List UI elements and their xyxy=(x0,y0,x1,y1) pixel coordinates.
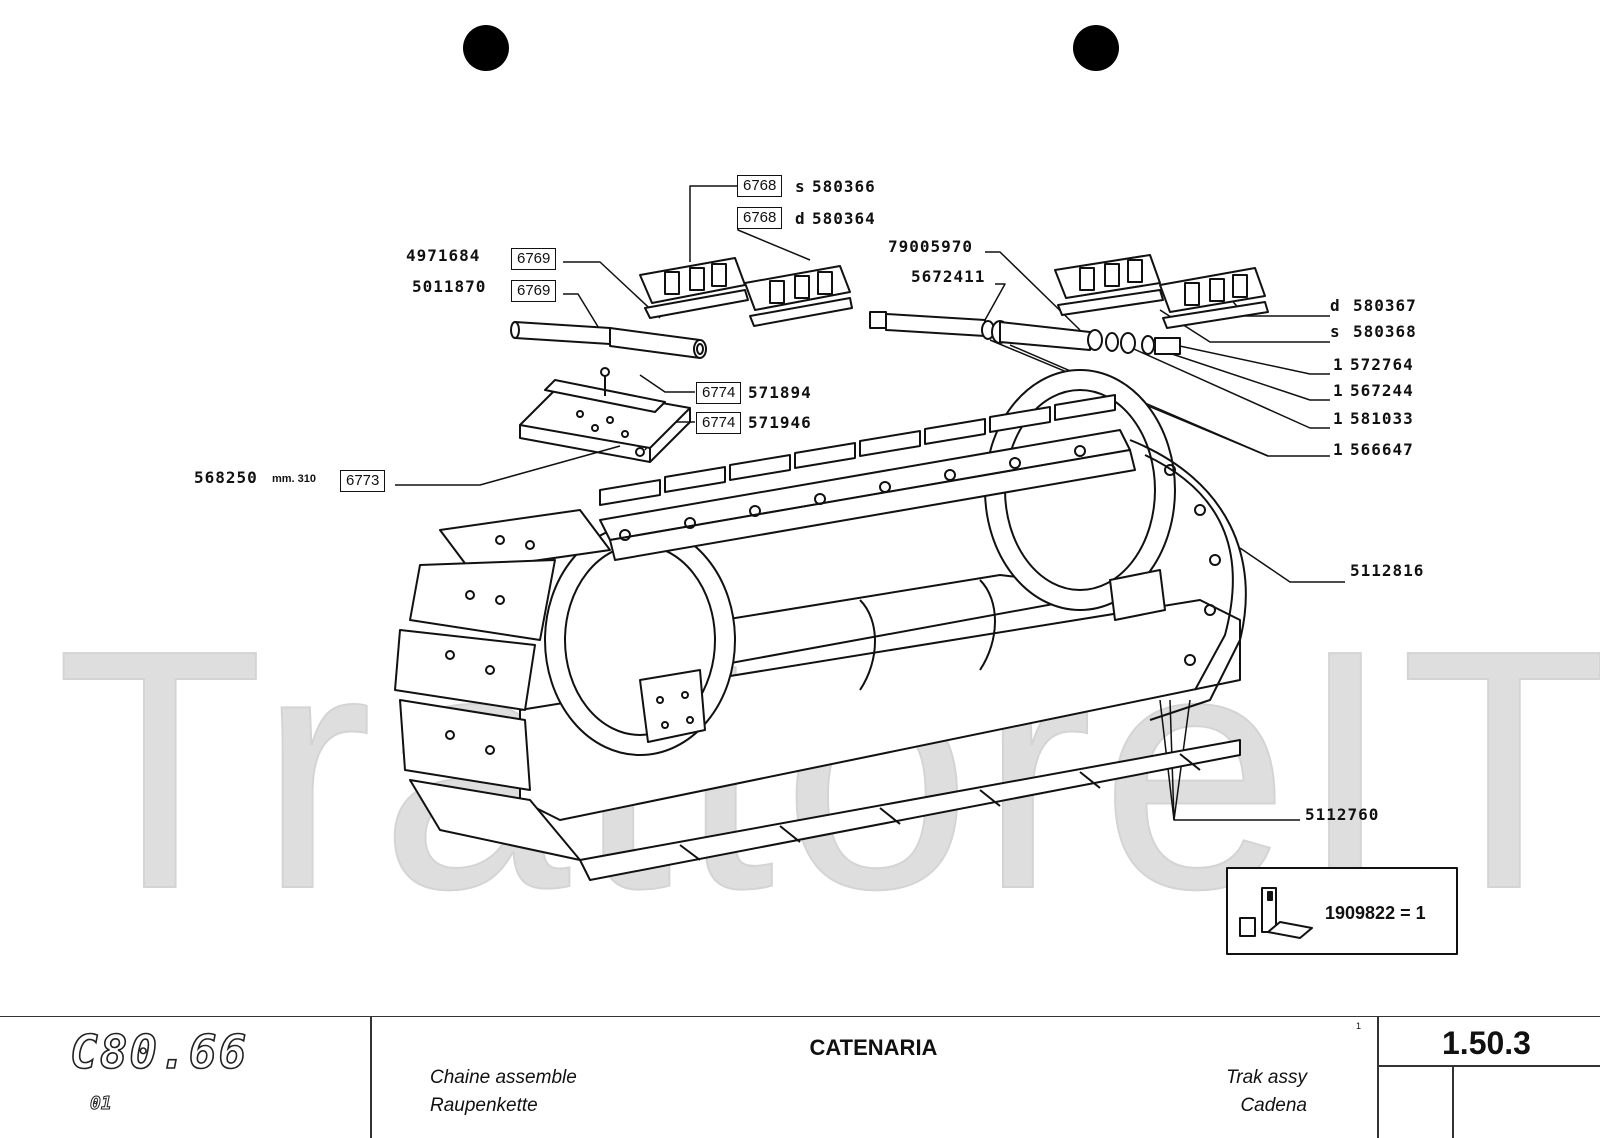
track-chain-right xyxy=(1129,439,1247,721)
track-link-left-pair xyxy=(639,257,853,327)
side-580367: d xyxy=(1330,296,1341,315)
revision: 01 xyxy=(90,1093,113,1115)
part-581033: 581033 xyxy=(1350,409,1414,428)
kit-inset-frame xyxy=(1226,867,1458,955)
title-english: Trak assy xyxy=(1226,1067,1307,1088)
track-shoes-front xyxy=(394,509,611,861)
part-4971684: 4971684 xyxy=(406,246,481,265)
pin-assembly-right xyxy=(869,311,1181,355)
page-title: CATENARIA xyxy=(809,1035,938,1060)
ref-box-571946: 6774 xyxy=(696,412,742,434)
shoe-width: mm. 310 xyxy=(272,473,317,485)
part-580368: 580368 xyxy=(1353,322,1417,341)
part-572764: 572764 xyxy=(1350,355,1414,374)
divider xyxy=(370,1017,372,1138)
title-german: Raupenkette xyxy=(430,1095,538,1116)
sheet-mark: 1 xyxy=(1356,1021,1362,1031)
title-french: Chaine assemble xyxy=(430,1067,577,1088)
part-580366: 580366 xyxy=(812,177,876,196)
part-580364: 580364 xyxy=(812,209,876,228)
ref-box-580366: 6768 xyxy=(737,175,783,197)
title-spanish: Cadena xyxy=(1240,1095,1307,1116)
side-580366: s xyxy=(795,177,806,196)
part-5672411: 5672411 xyxy=(911,267,986,286)
qty-566647: 1 xyxy=(1333,440,1344,459)
track-shoes-bottom xyxy=(579,739,1241,881)
punch-hole-left xyxy=(463,25,509,71)
track-frame-body xyxy=(519,369,1241,821)
ref-box-580364: 6768 xyxy=(737,207,783,229)
track-assembly-drawing xyxy=(394,185,1458,955)
track-link-right-pair xyxy=(1054,254,1269,329)
part-580367: 580367 xyxy=(1353,296,1417,315)
part-571894: 571894 xyxy=(748,383,812,402)
part-566647: 566647 xyxy=(1350,440,1414,459)
punch-hole-right xyxy=(1073,25,1119,71)
divider xyxy=(1452,1065,1454,1138)
pin-and-bushing-left xyxy=(510,321,707,359)
part-5112760: 5112760 xyxy=(1305,805,1380,824)
qty-581033: 1 xyxy=(1333,409,1344,428)
part-571946: 571946 xyxy=(748,413,812,432)
page-code: 1.50.3 xyxy=(1442,1025,1531,1061)
part-568250: 568250 xyxy=(194,468,258,487)
part-567244: 567244 xyxy=(1350,381,1414,400)
ref-box-4971684: 6769 xyxy=(511,248,557,270)
side-580364: d xyxy=(795,209,806,228)
qty-572764: 1 xyxy=(1333,355,1344,374)
side-580368: s xyxy=(1330,322,1341,341)
ref-box-5011870: 6769 xyxy=(511,280,557,302)
divider xyxy=(1377,1017,1379,1138)
track-chain-top xyxy=(599,394,1136,561)
qty-567244: 1 xyxy=(1333,381,1344,400)
ref-box-568250: 6773 xyxy=(340,470,386,492)
track-shoe-loose xyxy=(519,367,691,463)
part-5112816: 5112816 xyxy=(1350,561,1425,580)
title-block: C80.66 01 CATENARIA Chaine assemble Raup… xyxy=(0,1016,1600,1138)
kit-label: 1909822 = 1 xyxy=(1325,903,1426,923)
leader-lines xyxy=(395,185,1345,821)
part-79005970: 79005970 xyxy=(888,237,974,256)
ref-box-571894: 6774 xyxy=(696,382,742,404)
part-5011870: 5011870 xyxy=(412,277,487,296)
model-name: C80.66 xyxy=(69,1024,249,1080)
title-area: CATENARIA Chaine assemble Raupenkette Tr… xyxy=(370,1017,1377,1138)
divider xyxy=(1377,1065,1600,1067)
